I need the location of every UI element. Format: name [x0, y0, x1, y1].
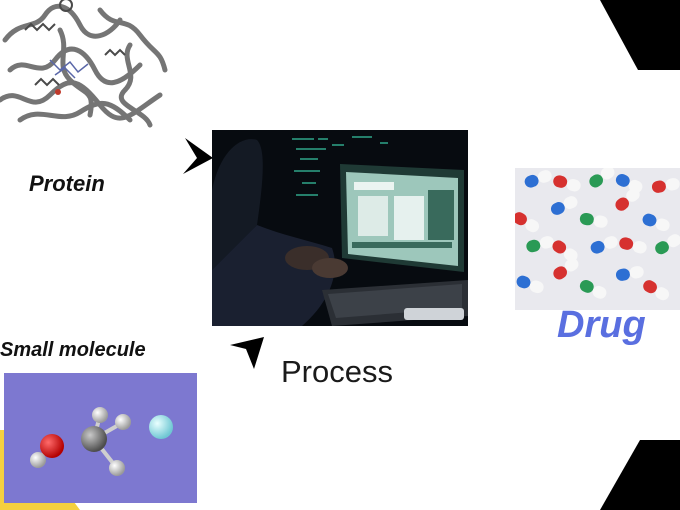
process-label: Process [281, 354, 393, 389]
pills-capsules-image [515, 168, 680, 310]
protein-structure-image [0, 0, 170, 130]
top-right-black-shape [600, 0, 680, 70]
arrow-protein-to-process [183, 138, 213, 174]
arrow-molecule-to-process [230, 337, 264, 369]
protein-label: Protein [29, 171, 105, 196]
drug-label: Drug [557, 304, 646, 346]
small-molecule-label: Small molecule [0, 339, 146, 361]
bottom-right-black-shape [600, 440, 680, 510]
molecule-model-image [4, 373, 197, 503]
hacker-laptop-image [212, 130, 468, 326]
